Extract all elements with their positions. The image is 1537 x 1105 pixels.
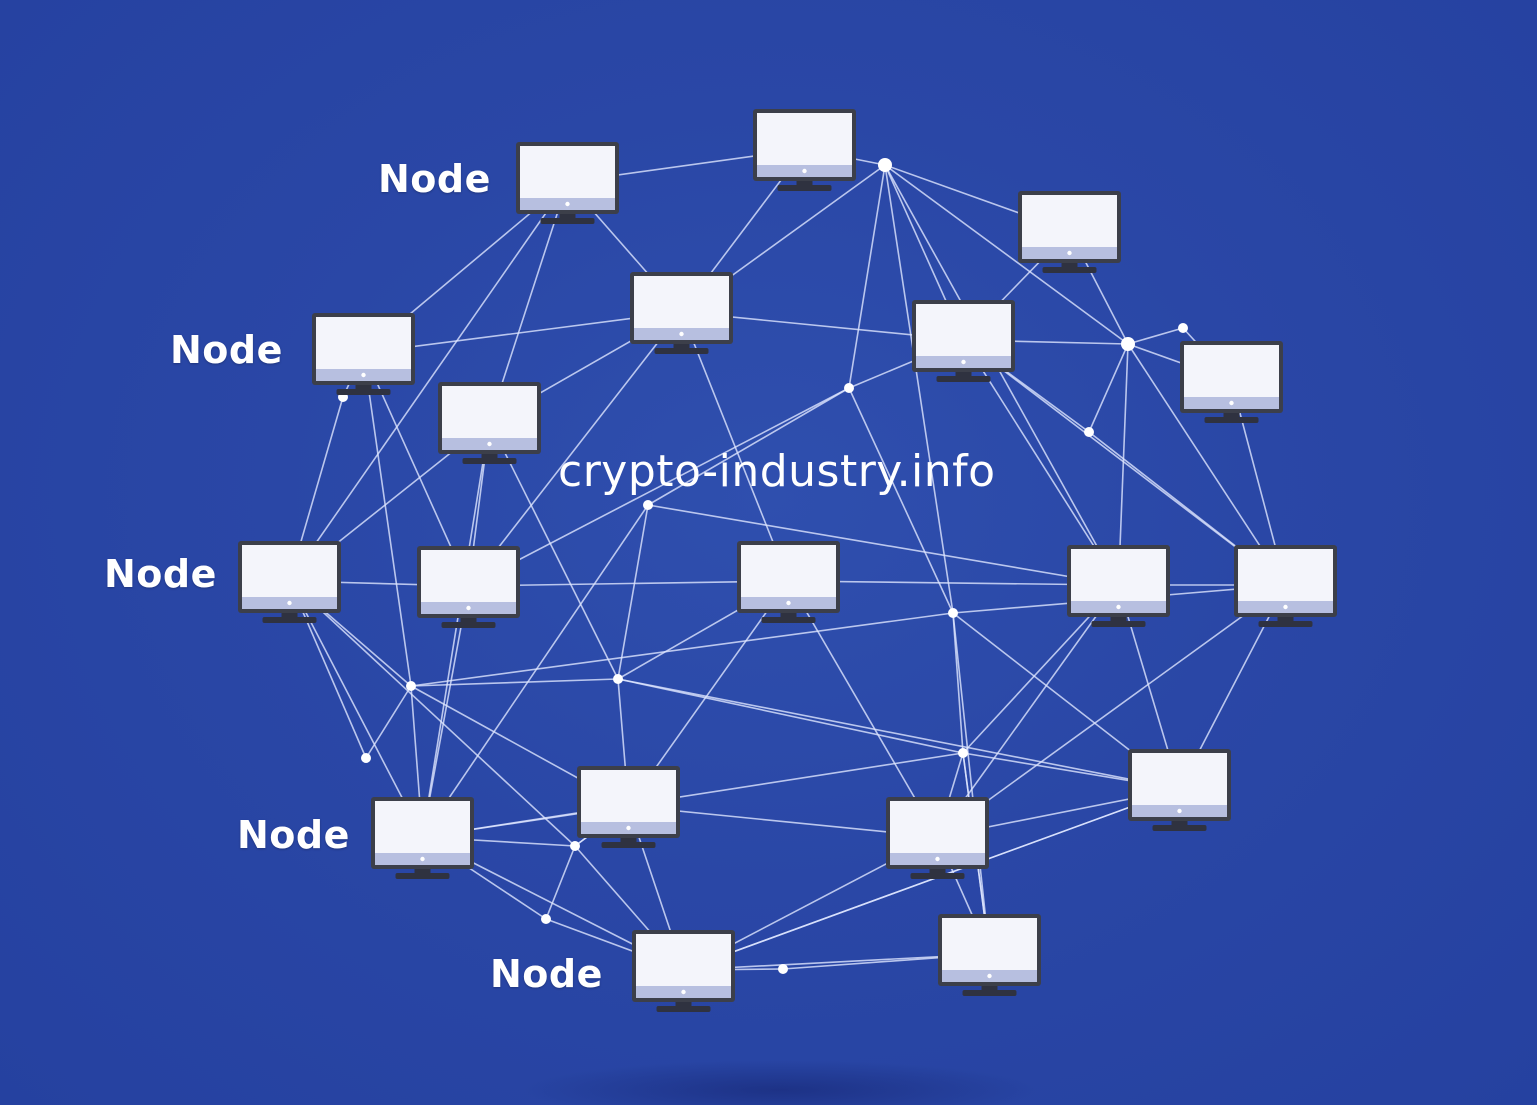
- monitor-icon: [1067, 545, 1170, 627]
- network-link: [647, 387, 850, 506]
- node-label-1: Node: [378, 157, 491, 201]
- network-link: [288, 580, 424, 838]
- monitor-icon: [1018, 191, 1121, 273]
- network-link: [488, 421, 619, 680]
- node-label-5: Node: [490, 952, 603, 996]
- network-link: [410, 678, 619, 687]
- network-link: [617, 678, 964, 754]
- monitor-icon: [938, 914, 1041, 996]
- junction-dot: [948, 608, 958, 618]
- network-link: [848, 164, 886, 389]
- network-link: [363, 311, 682, 354]
- monitor-icon: [238, 541, 341, 623]
- network-link: [788, 580, 1119, 586]
- monitor-icon: [516, 142, 619, 224]
- network-link: [468, 580, 789, 587]
- node-label-4: Node: [237, 813, 350, 857]
- monitor-icon: [912, 300, 1015, 382]
- monitor-icon: [417, 546, 520, 628]
- network-link: [288, 580, 576, 847]
- network-link: [421, 421, 491, 838]
- node-label-3: Node: [104, 552, 217, 596]
- network-link: [1117, 343, 1129, 586]
- junction-dot: [878, 158, 892, 172]
- monitor-icon: [312, 313, 415, 395]
- network-link: [288, 181, 569, 582]
- network-link: [467, 311, 683, 587]
- monitor-icon: [1180, 341, 1283, 423]
- junction-dot: [541, 914, 551, 924]
- junction-dot: [613, 674, 623, 684]
- monitor-icon: [753, 109, 856, 191]
- network-link: [1127, 343, 1287, 586]
- monitor-icon: [371, 797, 474, 879]
- network-link: [1088, 343, 1129, 433]
- network-link: [617, 504, 649, 680]
- network-link: [647, 504, 1119, 586]
- network-link: [884, 164, 1120, 586]
- monitor-icon: [1234, 545, 1337, 627]
- network-link: [683, 788, 1180, 971]
- network-link: [937, 584, 1286, 838]
- watermark-text: crypto-industry.info: [558, 446, 996, 497]
- network-link: [884, 164, 954, 614]
- network-link: [848, 387, 954, 614]
- computer-nodes: [238, 109, 1337, 1012]
- monitor-icon: [630, 272, 733, 354]
- monitor-icon: [632, 930, 735, 1012]
- network-link: [362, 352, 412, 687]
- node-label-2: Node: [170, 328, 283, 372]
- network-link: [884, 164, 1129, 345]
- junction-dot: [1121, 337, 1135, 351]
- network-link: [545, 845, 576, 920]
- junction-dot: [361, 753, 371, 763]
- junction-dot: [778, 964, 788, 974]
- network-link: [952, 612, 964, 754]
- junction-dot: [406, 681, 416, 691]
- network-link: [421, 504, 649, 838]
- junction-dot: [643, 500, 653, 510]
- junction-dot: [958, 748, 968, 758]
- junction-dot: [570, 841, 580, 851]
- network-link: [410, 612, 954, 687]
- monitor-icon: [438, 382, 541, 464]
- network-link: [936, 584, 1120, 838]
- monitor-icon: [577, 766, 680, 848]
- network-link: [952, 612, 991, 955]
- floor-shadow: [520, 1060, 1040, 1105]
- monitor-icon: [737, 541, 840, 623]
- junction-dot: [1084, 427, 1094, 437]
- junction-dot: [1178, 323, 1188, 333]
- network-link: [787, 580, 939, 838]
- junction-points: [338, 158, 1188, 974]
- network-link: [617, 678, 1180, 790]
- junction-dot: [844, 383, 854, 393]
- monitor-icon: [1128, 749, 1231, 831]
- network-link: [365, 685, 412, 759]
- network-link: [468, 387, 850, 587]
- network-link: [1127, 327, 1184, 345]
- monitor-icon: [886, 797, 989, 879]
